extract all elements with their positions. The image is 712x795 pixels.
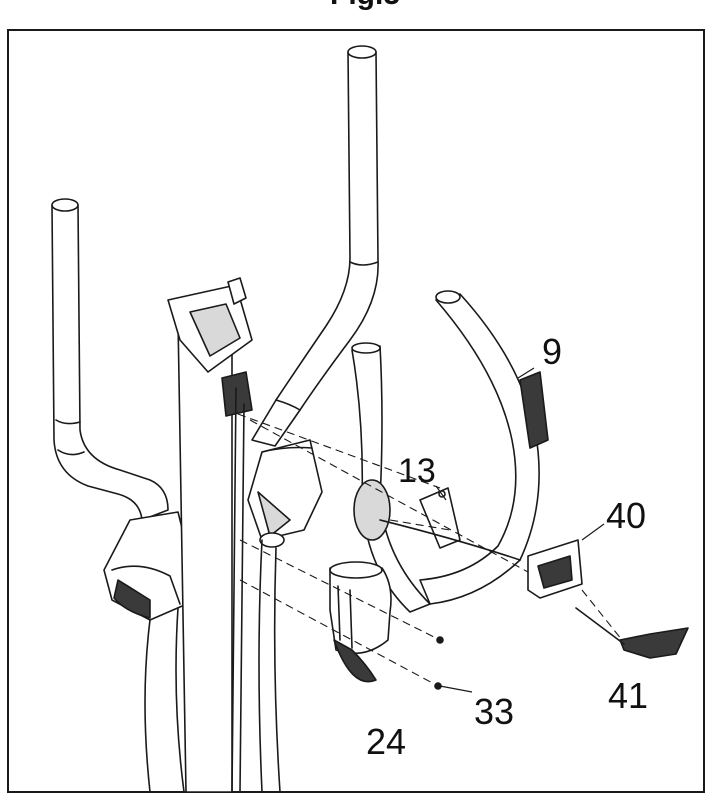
assembly-lines (237, 413, 623, 687)
screws-33 (434, 636, 444, 690)
callout-24: 24 (366, 721, 407, 762)
bottle-holder (329, 561, 392, 683)
console-mast (167, 277, 253, 793)
figure-title: Fig.5 (330, 0, 400, 12)
leader-lines (435, 367, 605, 693)
callout-13: 13 (398, 452, 436, 490)
callout-40: 40 (606, 495, 647, 536)
right-handlebar-arm (247, 45, 379, 548)
callout-41: 41 (608, 675, 649, 716)
knob-part (575, 607, 689, 659)
diagram-border (7, 29, 705, 793)
callout-9: 9 (542, 331, 563, 372)
stationary-handlebar (351, 290, 549, 613)
right-leg-tubes (258, 539, 281, 793)
bracket-part (527, 539, 583, 599)
callout-33: 33 (474, 691, 515, 732)
